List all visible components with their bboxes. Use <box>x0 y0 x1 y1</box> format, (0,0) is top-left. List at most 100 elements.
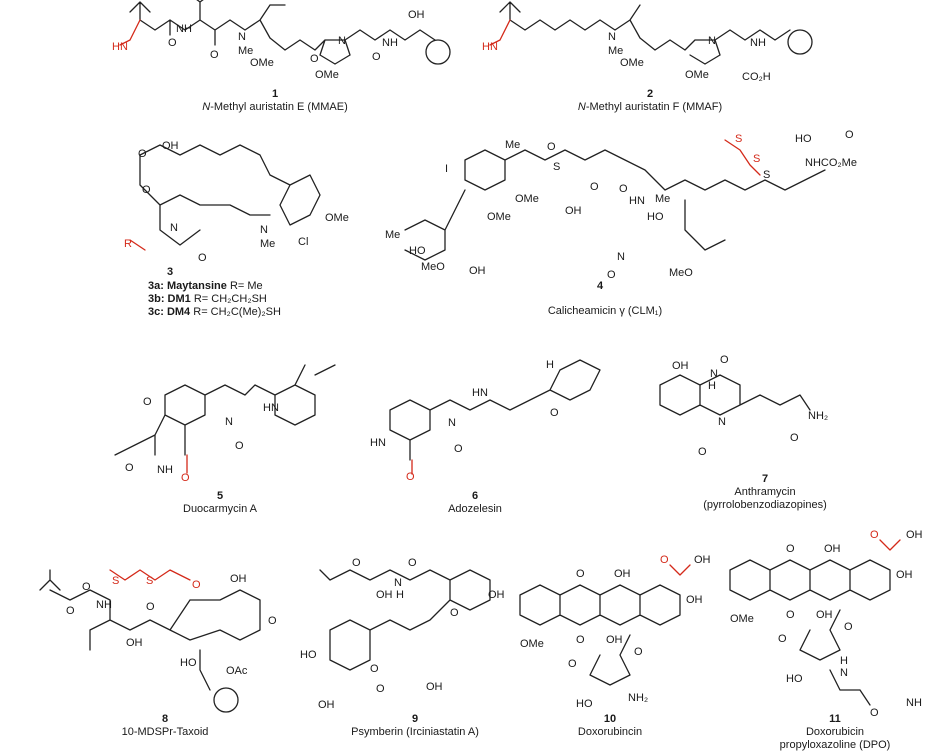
atom-label: O <box>786 543 795 555</box>
atom-label: OH <box>318 699 335 711</box>
atom-label: S <box>146 575 153 587</box>
phenyl-ring <box>787 29 813 55</box>
structure-2-mmaf: HN N Me OMe N OMe NH CO₂H <box>482 1 813 83</box>
atom-label: O <box>450 607 459 619</box>
atom-label: OH <box>906 529 923 541</box>
atom-label: OAc <box>226 665 248 677</box>
atom-label: OMe <box>250 57 274 69</box>
atom-label: OH <box>488 589 505 601</box>
structure-1-mmae: HN O O NH N Me OMe O N OMe O NH OH <box>112 0 451 81</box>
atom-label: N <box>338 35 346 47</box>
atom-label: NH <box>157 464 173 476</box>
atom-label: NH₂ <box>808 410 828 422</box>
atom-label: OH <box>816 609 833 621</box>
atom-label: O <box>720 354 729 366</box>
atom-label: MeO <box>421 261 445 273</box>
atom-label: N <box>260 224 268 236</box>
atom-label: O <box>607 269 616 281</box>
atom-label: HN <box>370 437 386 449</box>
atom-label: Me <box>238 45 253 57</box>
atom-label: OMe <box>730 613 754 625</box>
atom-label: O <box>210 49 219 61</box>
atom-label: Me <box>260 238 275 250</box>
atom-label: NH <box>96 599 112 611</box>
atom-label: O <box>845 129 854 141</box>
structure-6-adozelesin: O HN N O HN H O <box>370 359 601 483</box>
caption-9: 9 Psymberin (Irciniastatin A) <box>351 713 479 738</box>
caption-7: 7 Anthramycin (pyrrolobenzodiazopines) <box>703 473 827 511</box>
atom-label: O <box>790 432 799 444</box>
atom-label: O <box>786 609 795 621</box>
atom-label: Cl <box>298 236 308 248</box>
atom-label: HO <box>786 673 803 685</box>
atom-label: N <box>394 577 402 589</box>
caption-11: 11 Doxorubicin propyloxazoline (DPO) <box>779 713 891 751</box>
atom-label: N <box>840 667 848 679</box>
structure-3-maytansine: O OH O Cl OMe N Me R N O <box>124 140 349 264</box>
caption-3: 3 <box>166 266 174 278</box>
atom-label: OMe <box>520 638 544 650</box>
atom-label: O <box>634 646 643 658</box>
atom-label: O <box>268 615 277 627</box>
atom-label: R <box>124 238 132 250</box>
atom-label: OH <box>565 205 582 217</box>
atom-label: S <box>112 575 119 587</box>
atom-label: H <box>546 359 554 371</box>
atom-label: OMe <box>325 212 349 224</box>
atom-label: O <box>146 601 155 613</box>
atom-label: O <box>310 53 319 65</box>
atom-label: H <box>708 380 716 392</box>
atom-label: S <box>763 169 770 181</box>
atom-label: NH <box>906 697 922 709</box>
atom-label: N <box>718 416 726 428</box>
atom-label: O <box>576 568 585 580</box>
atom-label: H <box>396 589 404 601</box>
atom-label: N <box>608 31 616 43</box>
caption-6: 6 Adozelesin <box>448 490 502 515</box>
atom-label: N <box>170 222 178 234</box>
caption-4: 4 <box>596 280 604 292</box>
atom-label: N <box>448 417 456 429</box>
atom-label: MeO <box>669 267 693 279</box>
atom-label: O <box>778 633 787 645</box>
atom-label: O <box>454 443 463 455</box>
atom-label: OH <box>376 589 393 601</box>
atom-label: O <box>372 51 381 63</box>
atom-label: O <box>376 683 385 695</box>
atom-label: O <box>844 621 853 633</box>
atom-label: HO <box>409 245 426 257</box>
atom-label: OH <box>672 360 689 372</box>
atom-label: O <box>235 440 244 452</box>
atom-label: OH <box>408 9 425 21</box>
atom-label: O <box>143 396 152 408</box>
caption-10: 10 Doxorubincin <box>577 713 643 738</box>
atom-label: HN <box>629 195 645 207</box>
atom-label: O <box>125 462 134 474</box>
atom-label: O <box>547 141 556 153</box>
atom-label: S <box>753 153 760 165</box>
structure-7-anthramycin: OH N H O N O NH₂ O <box>659 354 828 458</box>
caption-5: 5 Duocarmycin A <box>183 490 257 515</box>
atom-label: O <box>698 446 707 458</box>
atom-label: H <box>840 655 848 667</box>
atom-label: Me <box>655 193 670 205</box>
atom-label: HN <box>472 387 488 399</box>
atom-label: OMe <box>515 193 539 205</box>
atom-label: N <box>225 416 233 428</box>
atom-label: OH <box>686 594 703 606</box>
atom-label: OH <box>824 543 841 555</box>
atom-label: O <box>138 148 147 160</box>
atom-label: O <box>619 183 628 195</box>
atom-label: O <box>168 37 177 49</box>
atom-label: OMe <box>685 69 709 81</box>
atom-label: N <box>238 31 246 43</box>
atom-label: O <box>198 252 207 264</box>
atom-label: NH <box>176 23 192 35</box>
caption-4-name: Calicheamicin γ (CLM₁) <box>547 305 663 317</box>
structure-10-doxorubicin: O OH O OH OH OMe O OH O O HO NH₂ <box>519 554 711 710</box>
atom-label: HO <box>180 657 197 669</box>
atom-label: HN <box>263 402 279 414</box>
atom-label: HO <box>300 649 317 661</box>
structure-8-taxoid: S S O O NH O OH O OH HO OAc O <box>39 569 277 713</box>
